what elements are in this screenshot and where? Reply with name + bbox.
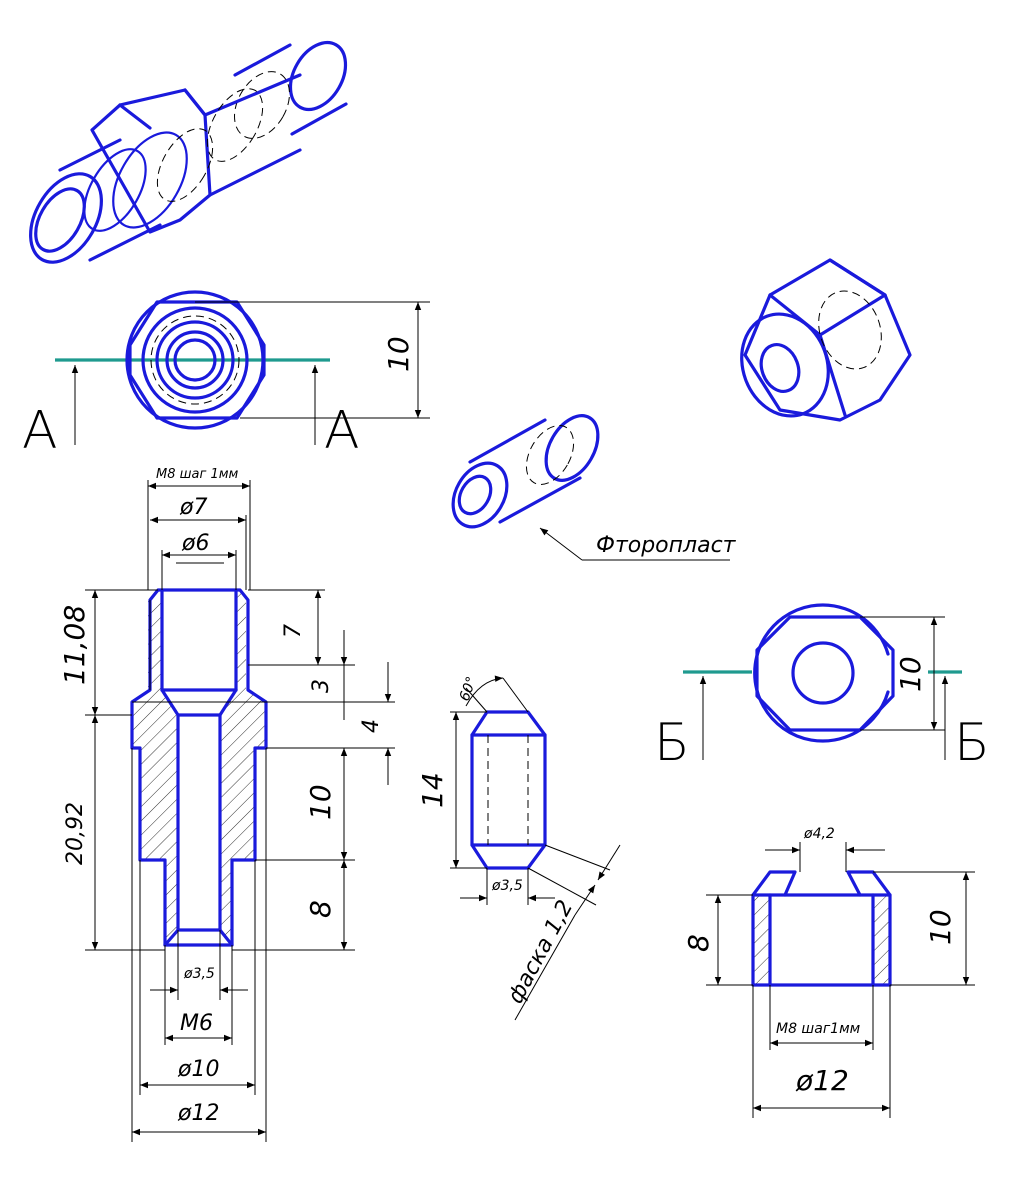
dim-h10: 10 xyxy=(304,784,337,820)
dim-h4: 4 xyxy=(359,719,384,733)
section-label-b-right: Б xyxy=(954,713,990,773)
dim-d10: ø10 xyxy=(177,1057,219,1082)
dim-chamfer: фаска 1,2 xyxy=(503,896,578,1008)
dim-thread-nut: М8 шаг1мм xyxy=(776,1021,861,1037)
dim-m6: М6 xyxy=(180,1011,213,1036)
dim-h2092: 20,92 xyxy=(63,802,88,865)
section-label-a-left: А xyxy=(22,401,58,461)
dim-nut-h10: 10 xyxy=(924,909,957,945)
nut-front-view: Б Б 10 xyxy=(654,603,990,773)
dim-nut-d12: ø12 xyxy=(795,1064,849,1097)
dim-d7: ø7 xyxy=(179,495,207,520)
dim-h8: 8 xyxy=(304,900,337,918)
nut-section: ø4,2 8 10 М8 шаг1мм ø12 xyxy=(682,826,975,1118)
dim-d12: ø12 xyxy=(177,1101,219,1126)
dim-h3: 3 xyxy=(309,679,334,693)
dim-d35-pin: ø3,5 xyxy=(491,878,523,894)
dim-nut-height: 10 xyxy=(894,656,927,692)
dim-d6: ø6 xyxy=(181,531,209,556)
section-fitting: М8 шаг 1мм ø7 ø6 11,08 20,92 7 3 4 1 xyxy=(58,467,395,1142)
material-label: Фторопласт xyxy=(596,533,737,558)
dim-top-view-height: 10 xyxy=(382,336,415,372)
section-label-b-left: Б xyxy=(654,713,690,773)
dim-nut-h8: 8 xyxy=(682,934,715,952)
dim-thread-top: М8 шаг 1мм xyxy=(156,467,239,482)
dim-d35-bottom: ø3,5 xyxy=(183,966,215,982)
isometric-nut xyxy=(740,258,912,422)
dim-h7: 7 xyxy=(281,624,306,638)
dim-angle60: 60° xyxy=(457,675,481,704)
dim-h11: 11,08 xyxy=(58,605,91,685)
dim-d42: ø4,2 xyxy=(803,826,835,842)
section-label-a-right: А xyxy=(324,401,360,461)
pin-front-view: 60° 14 ø3,5 фаска 1,2 xyxy=(416,675,621,1021)
top-view-a: А А 10 xyxy=(22,290,430,461)
isometric-pin: Фторопласт xyxy=(451,414,737,561)
dim-h14: 14 xyxy=(416,772,449,808)
isometric-assembly xyxy=(29,40,348,264)
